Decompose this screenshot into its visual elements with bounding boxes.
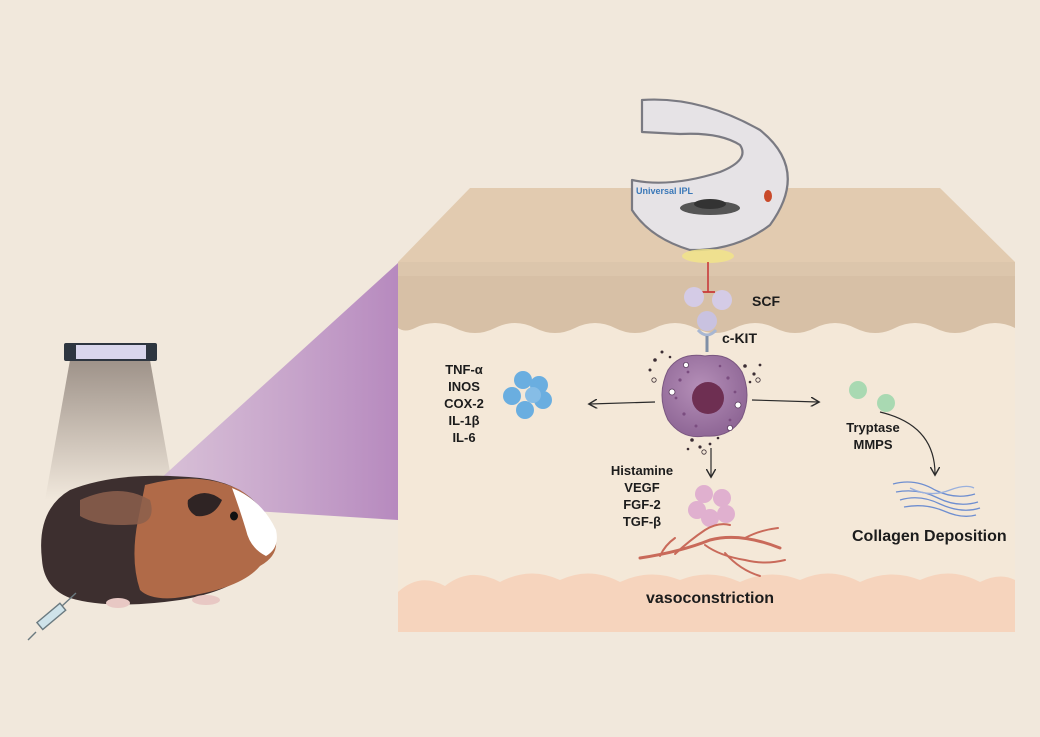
ckit-label: c-KIT xyxy=(722,330,757,346)
fat-layer xyxy=(398,573,1015,632)
signal-arrows xyxy=(590,400,935,476)
mediator-label: Histamine xyxy=(610,463,674,478)
mast-cell xyxy=(648,350,762,455)
light-spot xyxy=(682,249,734,263)
collagen-fibers xyxy=(892,481,981,517)
arrow-to-cytokines xyxy=(590,402,656,404)
mediator-label: VEGF xyxy=(624,480,660,495)
arrow-to-proteases xyxy=(751,400,818,402)
scf-label: SCF xyxy=(752,293,780,309)
guinea-pig xyxy=(41,475,277,608)
mediator-list: Histamine VEGF FGF-2 TGF-β xyxy=(606,462,678,530)
blood-vessel xyxy=(638,523,786,577)
protease-label: MMPS xyxy=(853,437,893,452)
protease-label: Tryptase xyxy=(846,420,900,435)
device-brand-label: Universal IPL xyxy=(636,186,694,196)
mediator-label: TGF-β xyxy=(622,514,662,529)
scf-ligand xyxy=(684,287,732,352)
cytokine-label: IL-1β xyxy=(448,413,480,428)
cytokine-label: INOS xyxy=(448,379,480,394)
arrow-to-collagen xyxy=(879,411,935,474)
cytokine-cluster xyxy=(503,371,552,419)
protease-list: Tryptase MMPS xyxy=(842,419,904,453)
cytokine-label: IL-6 xyxy=(452,430,476,445)
cytokine-label: TNF-α xyxy=(445,362,483,377)
vasoconstriction-label: vasoconstriction xyxy=(646,590,775,607)
tryptase-spheres xyxy=(849,381,895,412)
ipl-device xyxy=(630,98,789,293)
granules xyxy=(648,350,762,451)
mediator-label: FGF-2 xyxy=(623,497,661,512)
mediator-cluster xyxy=(688,485,735,527)
collagen-deposition-label: Collagen Deposition xyxy=(852,528,1007,545)
epidermis-layer xyxy=(398,262,1015,333)
uv-lamp xyxy=(45,343,175,500)
cytokine-list: TNF-α INOS COX-2 IL-1β IL-6 xyxy=(436,361,492,446)
syringe xyxy=(27,592,77,641)
cytokine-label: COX-2 xyxy=(444,396,484,411)
magnification-beam xyxy=(148,263,398,520)
